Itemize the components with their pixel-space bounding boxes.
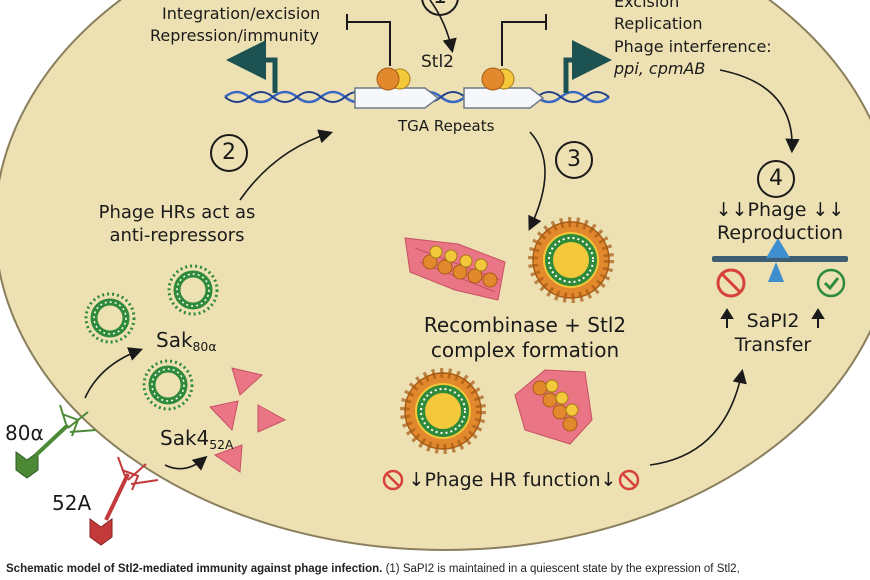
- figure-caption: Schematic model of Stl2-mediated immunit…: [6, 563, 866, 575]
- label-stl2: Stl2: [421, 52, 454, 72]
- complex-fan-top: [404, 237, 506, 301]
- prohibit-icon-scale: [716, 268, 746, 298]
- caption-text: (1) SaPI2 is maintained in a quiescent s…: [382, 563, 740, 575]
- check-icon-scale: [816, 268, 846, 298]
- step-number-4: 4: [757, 160, 795, 198]
- label-anti-repressor-line2: anti-repressors: [109, 225, 245, 246]
- phage-80a-icon: [15, 404, 97, 479]
- arrow-52-to-sak4: [164, 455, 208, 471]
- up-arrows: [720, 308, 825, 328]
- step-number-2: 2: [210, 134, 248, 172]
- label-ppi-cpmab: ppi, cpmAB: [614, 59, 706, 78]
- arrow-anti-repressor: [239, 129, 334, 201]
- balance-scale: [712, 238, 848, 282]
- step-number-3: 3: [555, 141, 593, 179]
- label-tga-repeats: TGA Repeats: [398, 117, 495, 135]
- sak80-ring-2: [167, 264, 219, 316]
- arrow-80-to-sak: [84, 347, 143, 399]
- label-integration-excision: Integration/excision: [162, 4, 321, 23]
- prohibit-icon-left: [382, 469, 404, 491]
- arrow-hr-to-transfer: [649, 368, 747, 466]
- repression-bar-left: [346, 14, 391, 66]
- label-anti-repressor-line1: Phage HRs act as: [98, 202, 256, 223]
- sak80-ring-3: [142, 359, 194, 411]
- label-sak80-subscript: 80α: [192, 339, 217, 355]
- repression-bar-right: [501, 14, 547, 66]
- label-complex-line1: Recombinase + Stl2: [423, 313, 627, 337]
- caption-bold: Schematic model of Stl2-mediated immunit…: [6, 563, 383, 575]
- sak4-triangles: [209, 367, 287, 473]
- label-sapi2: SaPI2: [746, 310, 800, 332]
- label-phage-reproduction-line2: Reproduction: [716, 222, 844, 244]
- label-phage-reproduction-line1: ↓↓Phage ↓↓: [715, 199, 845, 221]
- label-phage-52a: 52A: [52, 491, 92, 515]
- arrow-to-step4: [719, 69, 800, 154]
- label-complex-line2: complex formation: [430, 338, 620, 362]
- phage-52a-icon: [89, 456, 159, 546]
- complex-ring-top: [528, 217, 614, 303]
- complex-ring-bottom: [400, 368, 486, 454]
- label-repression-immunity: Repression/immunity: [150, 26, 319, 45]
- prohibit-icon-right: [618, 469, 640, 491]
- label-sak4: Sak452A: [160, 426, 234, 453]
- sak80-ring-1: [84, 292, 136, 344]
- label-phage-interference: Phage interference:: [614, 37, 772, 56]
- label-hr-function: ↓Phage HR function↓: [408, 469, 617, 491]
- label-phage-80a: 80α: [5, 421, 44, 445]
- tga-repeat-boxes: [354, 87, 545, 109]
- stl2-dimer-left: [376, 67, 411, 91]
- arrow-tga-to-complex: [528, 131, 546, 231]
- promoter-arrow-left: [226, 40, 278, 93]
- label-excision: Excision: [614, 0, 680, 11]
- stl2-dimer-right: [481, 67, 515, 91]
- label-transfer: Transfer: [734, 334, 812, 356]
- label-sak80: Sak80α: [156, 328, 217, 355]
- complex-fan-bottom: [514, 369, 593, 445]
- label-sak4-subscript: 52A: [209, 437, 234, 453]
- promoter-arrow-right: [563, 40, 612, 93]
- label-replication: Replication: [614, 14, 703, 33]
